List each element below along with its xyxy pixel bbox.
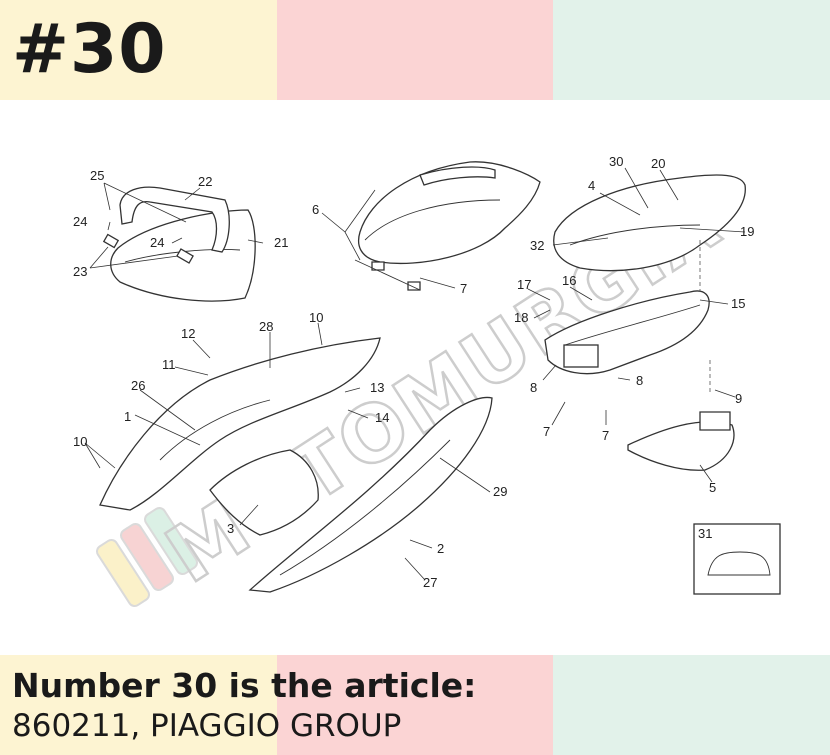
callout-3: 3 bbox=[227, 521, 234, 536]
callout-13: 13 bbox=[370, 380, 384, 395]
caption-heading: Number 30 is the article: bbox=[12, 666, 477, 705]
callout-22: 22 bbox=[198, 174, 212, 189]
callout-2: 2 bbox=[437, 541, 444, 556]
inset-box bbox=[693, 523, 781, 595]
callout-32: 32 bbox=[530, 238, 544, 253]
callout-28: 28 bbox=[259, 319, 273, 334]
callout-10a: 10 bbox=[73, 434, 87, 449]
callout-8a: 8 bbox=[636, 373, 643, 388]
callout-7b: 7 bbox=[543, 424, 550, 439]
band-yellow bbox=[0, 0, 277, 100]
band-mint bbox=[553, 655, 830, 755]
rider-seat bbox=[357, 161, 541, 291]
callout-1: 1 bbox=[124, 409, 131, 424]
callout-6: 6 bbox=[312, 202, 319, 217]
part-number-heading: #30 bbox=[12, 10, 167, 89]
callout-16: 16 bbox=[562, 273, 576, 288]
band-mint bbox=[553, 0, 830, 100]
exploded-parts-diagram: MOTOMURGIA bbox=[73, 154, 781, 608]
callout-7a: 7 bbox=[460, 281, 467, 296]
callout-11: 11 bbox=[162, 357, 176, 372]
callout-24b: 24 bbox=[150, 235, 164, 250]
undertray bbox=[627, 411, 735, 471]
callout-4: 4 bbox=[588, 178, 595, 193]
callout-18: 18 bbox=[514, 310, 528, 325]
callout-5: 5 bbox=[709, 480, 716, 495]
caption-article-code: 860211, PIAGGIO GROUP bbox=[12, 708, 402, 744]
callout-25: 25 bbox=[90, 168, 104, 183]
footer-band bbox=[0, 655, 830, 755]
callout-labels: 1 2 3 4 5 6 7 7 7 8 8 9 10 10 11 12 13 1… bbox=[73, 154, 754, 590]
callout-8b: 8 bbox=[530, 380, 537, 395]
header-band bbox=[0, 0, 830, 100]
tail-cover bbox=[553, 174, 746, 272]
callout-15: 15 bbox=[731, 296, 745, 311]
callout-27: 27 bbox=[423, 575, 437, 590]
callout-30: 30 bbox=[609, 154, 623, 169]
rear-subframe bbox=[544, 240, 711, 392]
callout-9: 9 bbox=[735, 391, 742, 406]
band-yellow bbox=[0, 655, 277, 755]
seat-cowl-assembly bbox=[102, 186, 256, 302]
callout-17: 17 bbox=[517, 277, 531, 292]
callout-10b: 10 bbox=[309, 310, 323, 325]
tail-fairing bbox=[99, 337, 493, 593]
callout-12: 12 bbox=[181, 326, 195, 341]
callout-31: 31 bbox=[698, 526, 712, 541]
callout-7c: 7 bbox=[602, 428, 609, 443]
band-pink bbox=[277, 655, 553, 755]
callout-23: 23 bbox=[73, 264, 87, 279]
callout-21: 21 bbox=[274, 235, 288, 250]
callout-29: 29 bbox=[493, 484, 507, 499]
callout-14: 14 bbox=[375, 410, 389, 425]
band-pink bbox=[277, 0, 553, 100]
callout-24a: 24 bbox=[73, 214, 87, 229]
callout-19: 19 bbox=[740, 224, 754, 239]
leader-lines bbox=[84, 167, 746, 581]
callout-26: 26 bbox=[131, 378, 145, 393]
callout-20: 20 bbox=[651, 156, 665, 171]
